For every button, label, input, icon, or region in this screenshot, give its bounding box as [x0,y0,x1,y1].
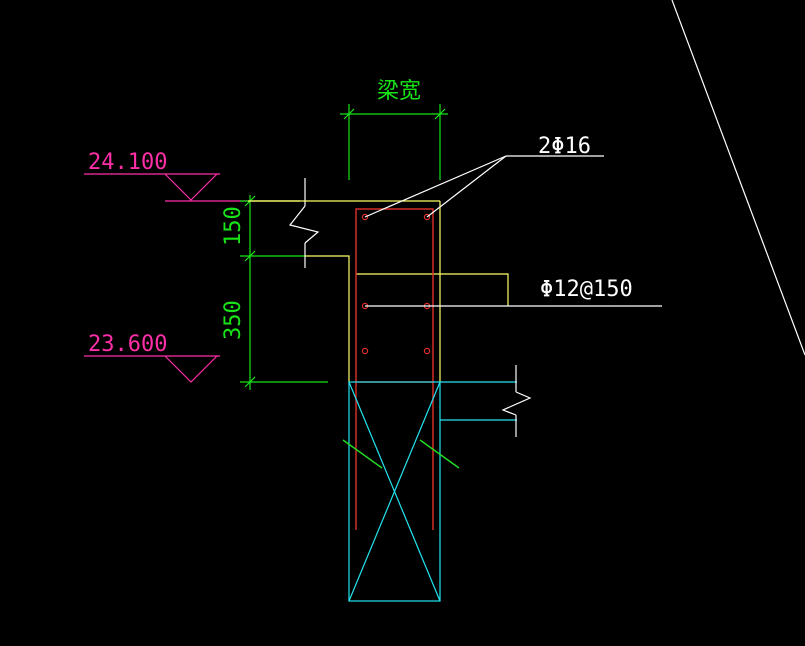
slab-break-symbol-right [501,365,532,437]
elevation-top-label: 24.100 [88,150,167,175]
beam-outline [248,200,509,382]
beam-width-dimension [340,104,448,180]
elevation-mark-top [84,173,300,202]
stirrup-label: Φ12@150 [540,277,633,302]
wall-section [348,381,517,602]
elevation-mark-bottom [84,355,220,383]
elevation-bottom-label: 23.600 [88,332,167,357]
reference-line [671,0,805,356]
dim-upper-label: 150 [221,206,246,246]
dim-lower-label: 350 [221,300,246,340]
hatch-marks [342,439,460,469]
slab-break-symbol-left [288,178,320,268]
beam-width-label: 梁宽 [377,79,421,104]
stirrup-outline [355,208,434,530]
top-bars-leader [364,155,604,218]
vertical-dimension [240,195,328,390]
top-bars-label: 2Φ16 [538,134,591,159]
rebar-points [361,213,431,355]
